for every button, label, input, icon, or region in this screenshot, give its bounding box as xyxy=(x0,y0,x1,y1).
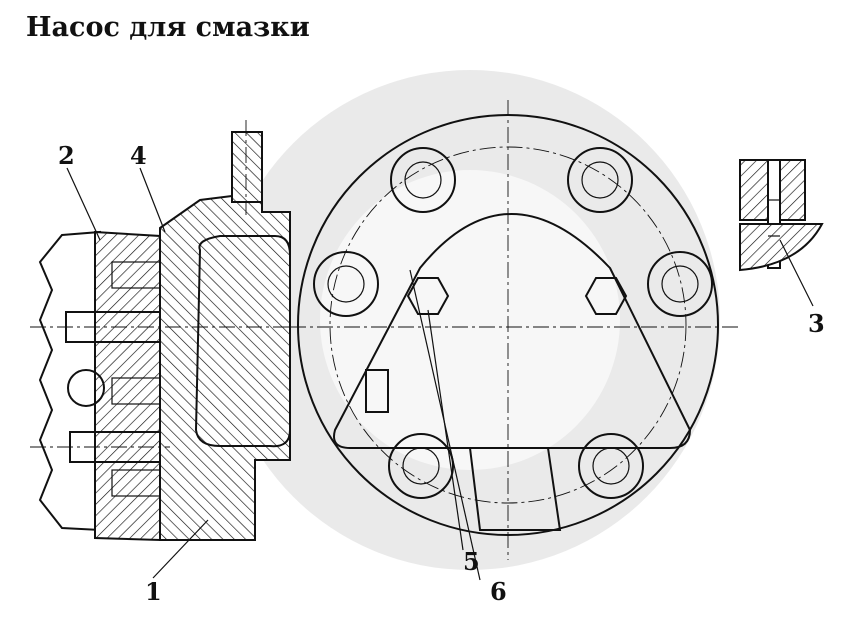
callout-4: 4 xyxy=(130,141,147,170)
front-view xyxy=(290,100,740,560)
bolt-holes xyxy=(313,147,713,499)
section-view xyxy=(30,120,300,542)
callout-1: 1 xyxy=(145,577,162,606)
callout-5: 5 xyxy=(463,547,480,576)
callout-3: 3 xyxy=(808,309,825,338)
watermark-gear xyxy=(220,70,720,570)
callout-2: 2 xyxy=(58,141,75,170)
diagram-title: Насос для смазки xyxy=(26,12,310,43)
detail-view xyxy=(739,159,824,272)
leader-lines xyxy=(66,167,814,581)
callout-6: 6 xyxy=(490,577,507,606)
